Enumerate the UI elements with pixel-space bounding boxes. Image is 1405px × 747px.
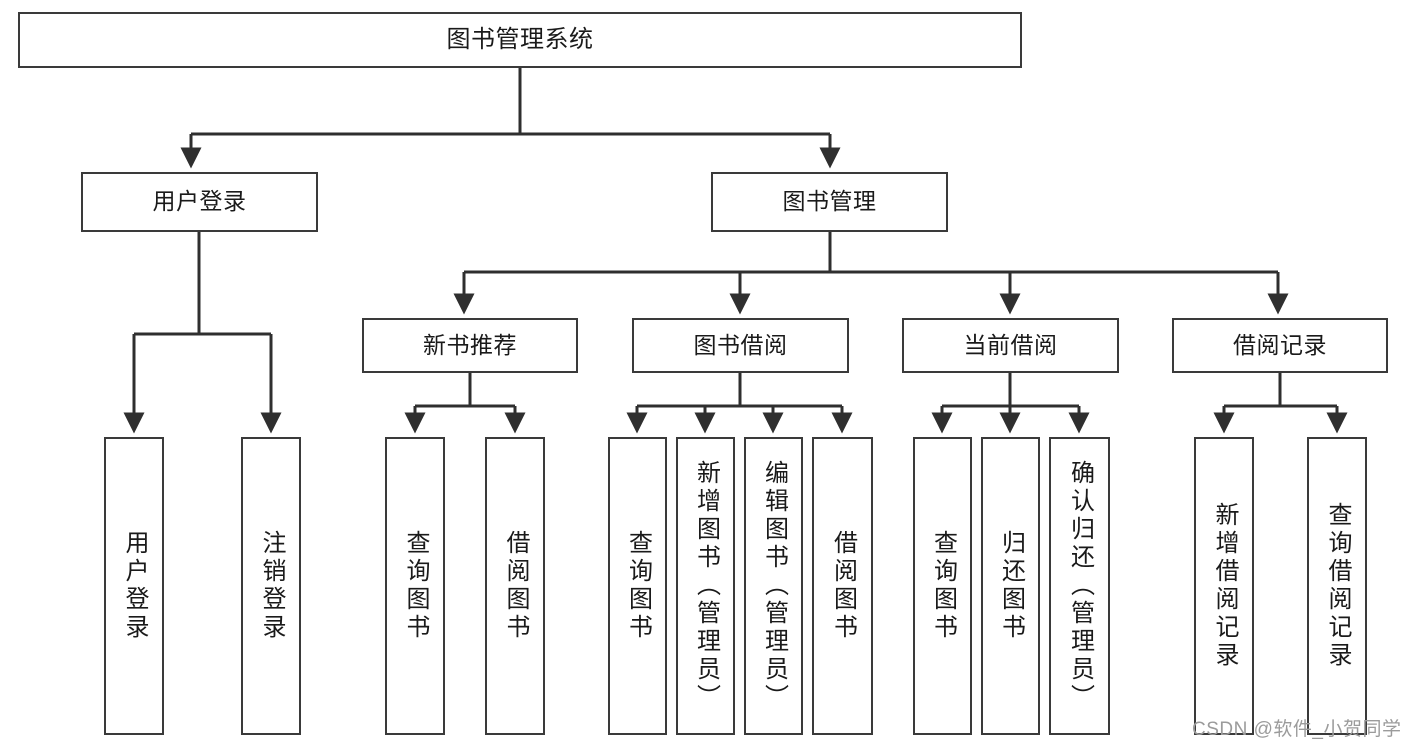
node-label: 查询图书: [929, 530, 957, 642]
node-root-system[interactable]: 图书管理系统: [18, 12, 1022, 68]
node-label: 图书管理: [782, 188, 877, 215]
node-label: 查询图书: [402, 530, 429, 642]
node-label: 归还图书: [997, 530, 1025, 642]
leaf-query-book-borrow[interactable]: 查询图书: [608, 437, 667, 735]
node-new-book-recommend[interactable]: 新书推荐: [362, 318, 578, 373]
leaf-edit-book-admin[interactable]: 编辑图书（管理员）: [744, 437, 803, 735]
node-label: 借阅图书: [829, 530, 857, 642]
node-label: 新增借阅记录: [1211, 502, 1238, 670]
leaf-borrow-book[interactable]: 借阅图书: [812, 437, 873, 735]
leaf-return-book[interactable]: 归还图书: [981, 437, 1040, 735]
leaf-query-book-recommend[interactable]: 查询图书: [385, 437, 445, 735]
node-label: 当前借阅: [963, 331, 1058, 358]
node-label: 图书借阅: [693, 331, 788, 358]
leaf-user-login[interactable]: 用户登录: [104, 437, 164, 735]
node-book-borrow[interactable]: 图书借阅: [632, 318, 849, 373]
leaf-query-book-current[interactable]: 查询图书: [913, 437, 972, 735]
node-current-borrow[interactable]: 当前借阅: [902, 318, 1119, 373]
node-label: 借阅图书: [502, 530, 529, 642]
node-user-login[interactable]: 用户登录: [81, 172, 318, 232]
node-label: 用户登录: [121, 530, 148, 642]
node-label: 新增图书（管理员）: [692, 460, 720, 712]
leaf-query-borrow-record[interactable]: 查询借阅记录: [1307, 437, 1367, 735]
node-label: 查询借阅记录: [1324, 502, 1351, 670]
leaf-borrow-book-recommend[interactable]: 借阅图书: [485, 437, 545, 735]
leaf-add-borrow-record[interactable]: 新增借阅记录: [1194, 437, 1254, 735]
node-label: 图书管理系统: [446, 25, 594, 53]
node-label: 确认归还（管理员）: [1066, 460, 1094, 712]
node-book-management[interactable]: 图书管理: [711, 172, 948, 232]
watermark-text: CSDN @软件_小贺同学: [1192, 719, 1402, 740]
node-label: 编辑图书（管理员）: [760, 460, 788, 712]
node-label: 新书推荐: [423, 331, 517, 358]
leaf-add-book-admin[interactable]: 新增图书（管理员）: [676, 437, 735, 735]
node-label: 借阅记录: [1233, 331, 1327, 358]
node-label: 注销登录: [258, 530, 285, 642]
node-borrow-record[interactable]: 借阅记录: [1172, 318, 1388, 373]
leaf-logout[interactable]: 注销登录: [241, 437, 301, 735]
node-label: 用户登录: [152, 188, 247, 215]
node-label: 查询图书: [624, 530, 652, 642]
leaf-confirm-return-admin[interactable]: 确认归还（管理员）: [1049, 437, 1110, 735]
